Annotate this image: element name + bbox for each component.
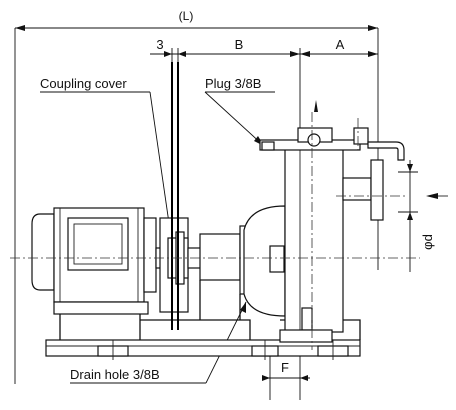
- dimension-labels: (L) 3 B A F φd: [156, 9, 435, 375]
- coupling-gap-label: 3: [156, 37, 163, 52]
- outlet-diameter-label: φd: [420, 234, 435, 250]
- dimension-lines: [14, 25, 418, 400]
- overall-length-label: (L): [179, 9, 194, 23]
- dimension-b-label: B: [235, 37, 244, 52]
- plug-label: Plug 3/8B: [205, 76, 261, 91]
- flow-arrow-icon: [426, 193, 438, 199]
- flow-arrow-icon: [314, 100, 318, 112]
- dimension-f-label: F: [281, 360, 289, 375]
- motor: [31, 207, 157, 315]
- drain-hole-label: Drain hole 3/8B: [70, 367, 160, 382]
- centerlines: [10, 112, 420, 350]
- flow-arrow-icons: [314, 100, 448, 199]
- coupling-cover-label: Coupling cover: [40, 76, 127, 91]
- dimension-a-label: A: [336, 37, 345, 52]
- pump-bracket: [199, 205, 286, 320]
- pump-casing: [259, 127, 405, 343]
